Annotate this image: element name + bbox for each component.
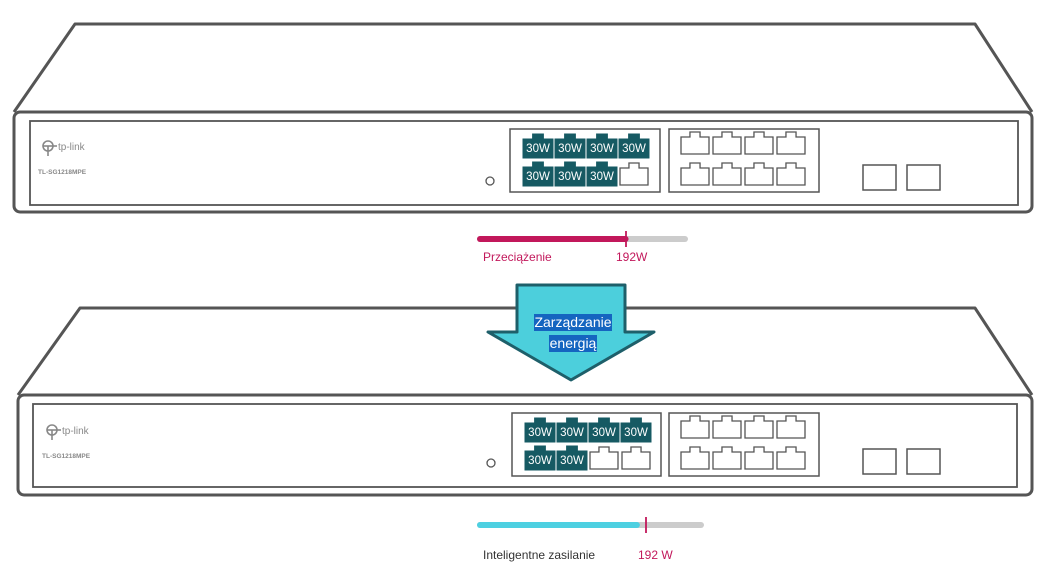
- label-highlight: [534, 314, 612, 331]
- rj45-port-group: [668, 128, 820, 193]
- port-power-label: 30W: [590, 143, 614, 155]
- switch-unit-overload: tp-link TL-SG1218MPE 30W 30W 30W 30W 30W 30W 3…: [12, 22, 1034, 214]
- poe-port: 30W: [588, 417, 620, 443]
- switch-front-panel: [12, 110, 1034, 214]
- switch-top-outline: [12, 22, 1034, 113]
- power-management-arrow: Zarządzanie energią: [486, 283, 656, 382]
- port-power-label: 30W: [558, 171, 582, 183]
- tp-link-logo-icon: [46, 424, 61, 440]
- poe-port: 30W: [620, 417, 652, 443]
- poe-port-group: [511, 412, 662, 477]
- port-power-label: 30W: [624, 427, 648, 439]
- down-arrow-icon: [486, 283, 656, 382]
- sfp-port: [906, 448, 941, 475]
- switch-front-panel: [16, 393, 1034, 497]
- poe-port: 30W: [618, 133, 650, 159]
- rj45-port-group: [668, 412, 820, 477]
- rj45-port: [776, 162, 806, 186]
- poe-port: 30W: [586, 161, 618, 187]
- poe-port: 30W: [522, 161, 554, 187]
- port-power-label: 30W: [560, 427, 584, 439]
- power-budget-bar: [477, 231, 688, 247]
- power-management-label-line1: Zarządzanie: [534, 314, 611, 330]
- poe-port: 30W: [556, 445, 588, 471]
- poe-port: 30W: [554, 133, 586, 159]
- rj45-port: [680, 415, 710, 439]
- rj45-port: [776, 415, 806, 439]
- power-budget-bar: [477, 517, 704, 533]
- rj45-port: [712, 131, 742, 155]
- poe-port: [589, 446, 619, 470]
- rj45-port: [744, 415, 774, 439]
- port-power-label: 30W: [558, 143, 582, 155]
- brand-label: tp-link: [62, 426, 90, 437]
- poe-port: 30W: [524, 417, 556, 443]
- overload-label: Przeciążenie: [483, 250, 552, 264]
- poe-port: 30W: [586, 133, 618, 159]
- poe-port: [621, 446, 651, 470]
- poe-port: 30W: [556, 417, 588, 443]
- port-power-label: 30W: [590, 171, 614, 183]
- power-budget-label: 192 W: [638, 548, 673, 562]
- led-indicator: [485, 176, 495, 186]
- model-label: TL-SG1218MPE: [42, 453, 91, 460]
- model-label: TL-SG1218MPE: [38, 169, 87, 176]
- port-power-label: 30W: [526, 143, 550, 155]
- rj45-port: [680, 131, 710, 155]
- port-power-label: 30W: [592, 427, 616, 439]
- rj45-port: [744, 131, 774, 155]
- led-indicator: [486, 458, 496, 468]
- tp-link-logo-icon: [42, 140, 57, 156]
- power-budget-label: 192W: [616, 250, 648, 264]
- port-power-label: 30W: [560, 455, 584, 467]
- rj45-port: [776, 131, 806, 155]
- rj45-port: [680, 446, 710, 470]
- switch-inner-panel: [32, 403, 1018, 488]
- rj45-port: [744, 162, 774, 186]
- label-highlight: [549, 335, 597, 352]
- port-power-label: 30W: [622, 143, 646, 155]
- sfp-port: [862, 164, 897, 191]
- sfp-port: [862, 448, 897, 475]
- rj45-port: [744, 446, 774, 470]
- rj45-port: [712, 162, 742, 186]
- port-power-label: 30W: [528, 427, 552, 439]
- poe-port: [619, 162, 649, 186]
- poe-port: 30W: [522, 133, 554, 159]
- switch-inner-panel: [29, 120, 1019, 206]
- rj45-port: [712, 415, 742, 439]
- port-power-label: 30W: [528, 455, 552, 467]
- power-management-label-line2: energią: [550, 335, 597, 351]
- poe-port: 30W: [524, 445, 556, 471]
- poe-port: 30W: [554, 161, 586, 187]
- rj45-port: [776, 446, 806, 470]
- sfp-port: [906, 164, 941, 191]
- smart-power-label: Inteligentne zasilanie: [483, 548, 595, 562]
- poe-port-group: [509, 128, 661, 193]
- rj45-port: [680, 162, 710, 186]
- brand-label: tp-link: [58, 142, 86, 153]
- rj45-port: [712, 446, 742, 470]
- port-power-label: 30W: [526, 171, 550, 183]
